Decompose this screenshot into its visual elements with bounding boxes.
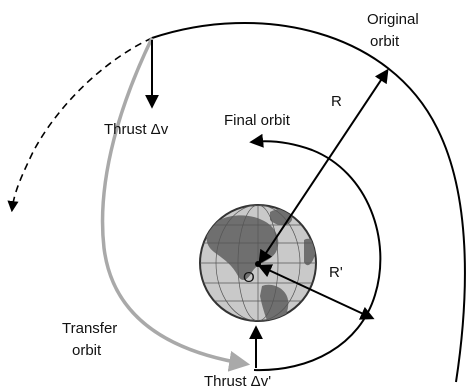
original-orbit-arc [152,23,465,382]
center-label: O [243,269,255,286]
radius-r-arrow [260,71,387,262]
radius-r-prime-label: R' [329,264,343,281]
radius-r-label: R [331,93,342,110]
thrust-2-label: Thrust Δv' [204,373,271,390]
final-orbit-label: Final orbit [224,112,291,129]
earth-globe-icon [200,205,316,332]
transfer-orbit-label-line1: Transfer [62,320,117,337]
transfer-orbit-label-line2: orbit [72,342,102,359]
original-orbit-label-line2: orbit [370,33,400,50]
original-orbit-label-line1: Original [367,11,419,28]
transfer-orbit-arc [103,38,246,364]
thrust-1-label: Thrust Δv [104,121,169,138]
